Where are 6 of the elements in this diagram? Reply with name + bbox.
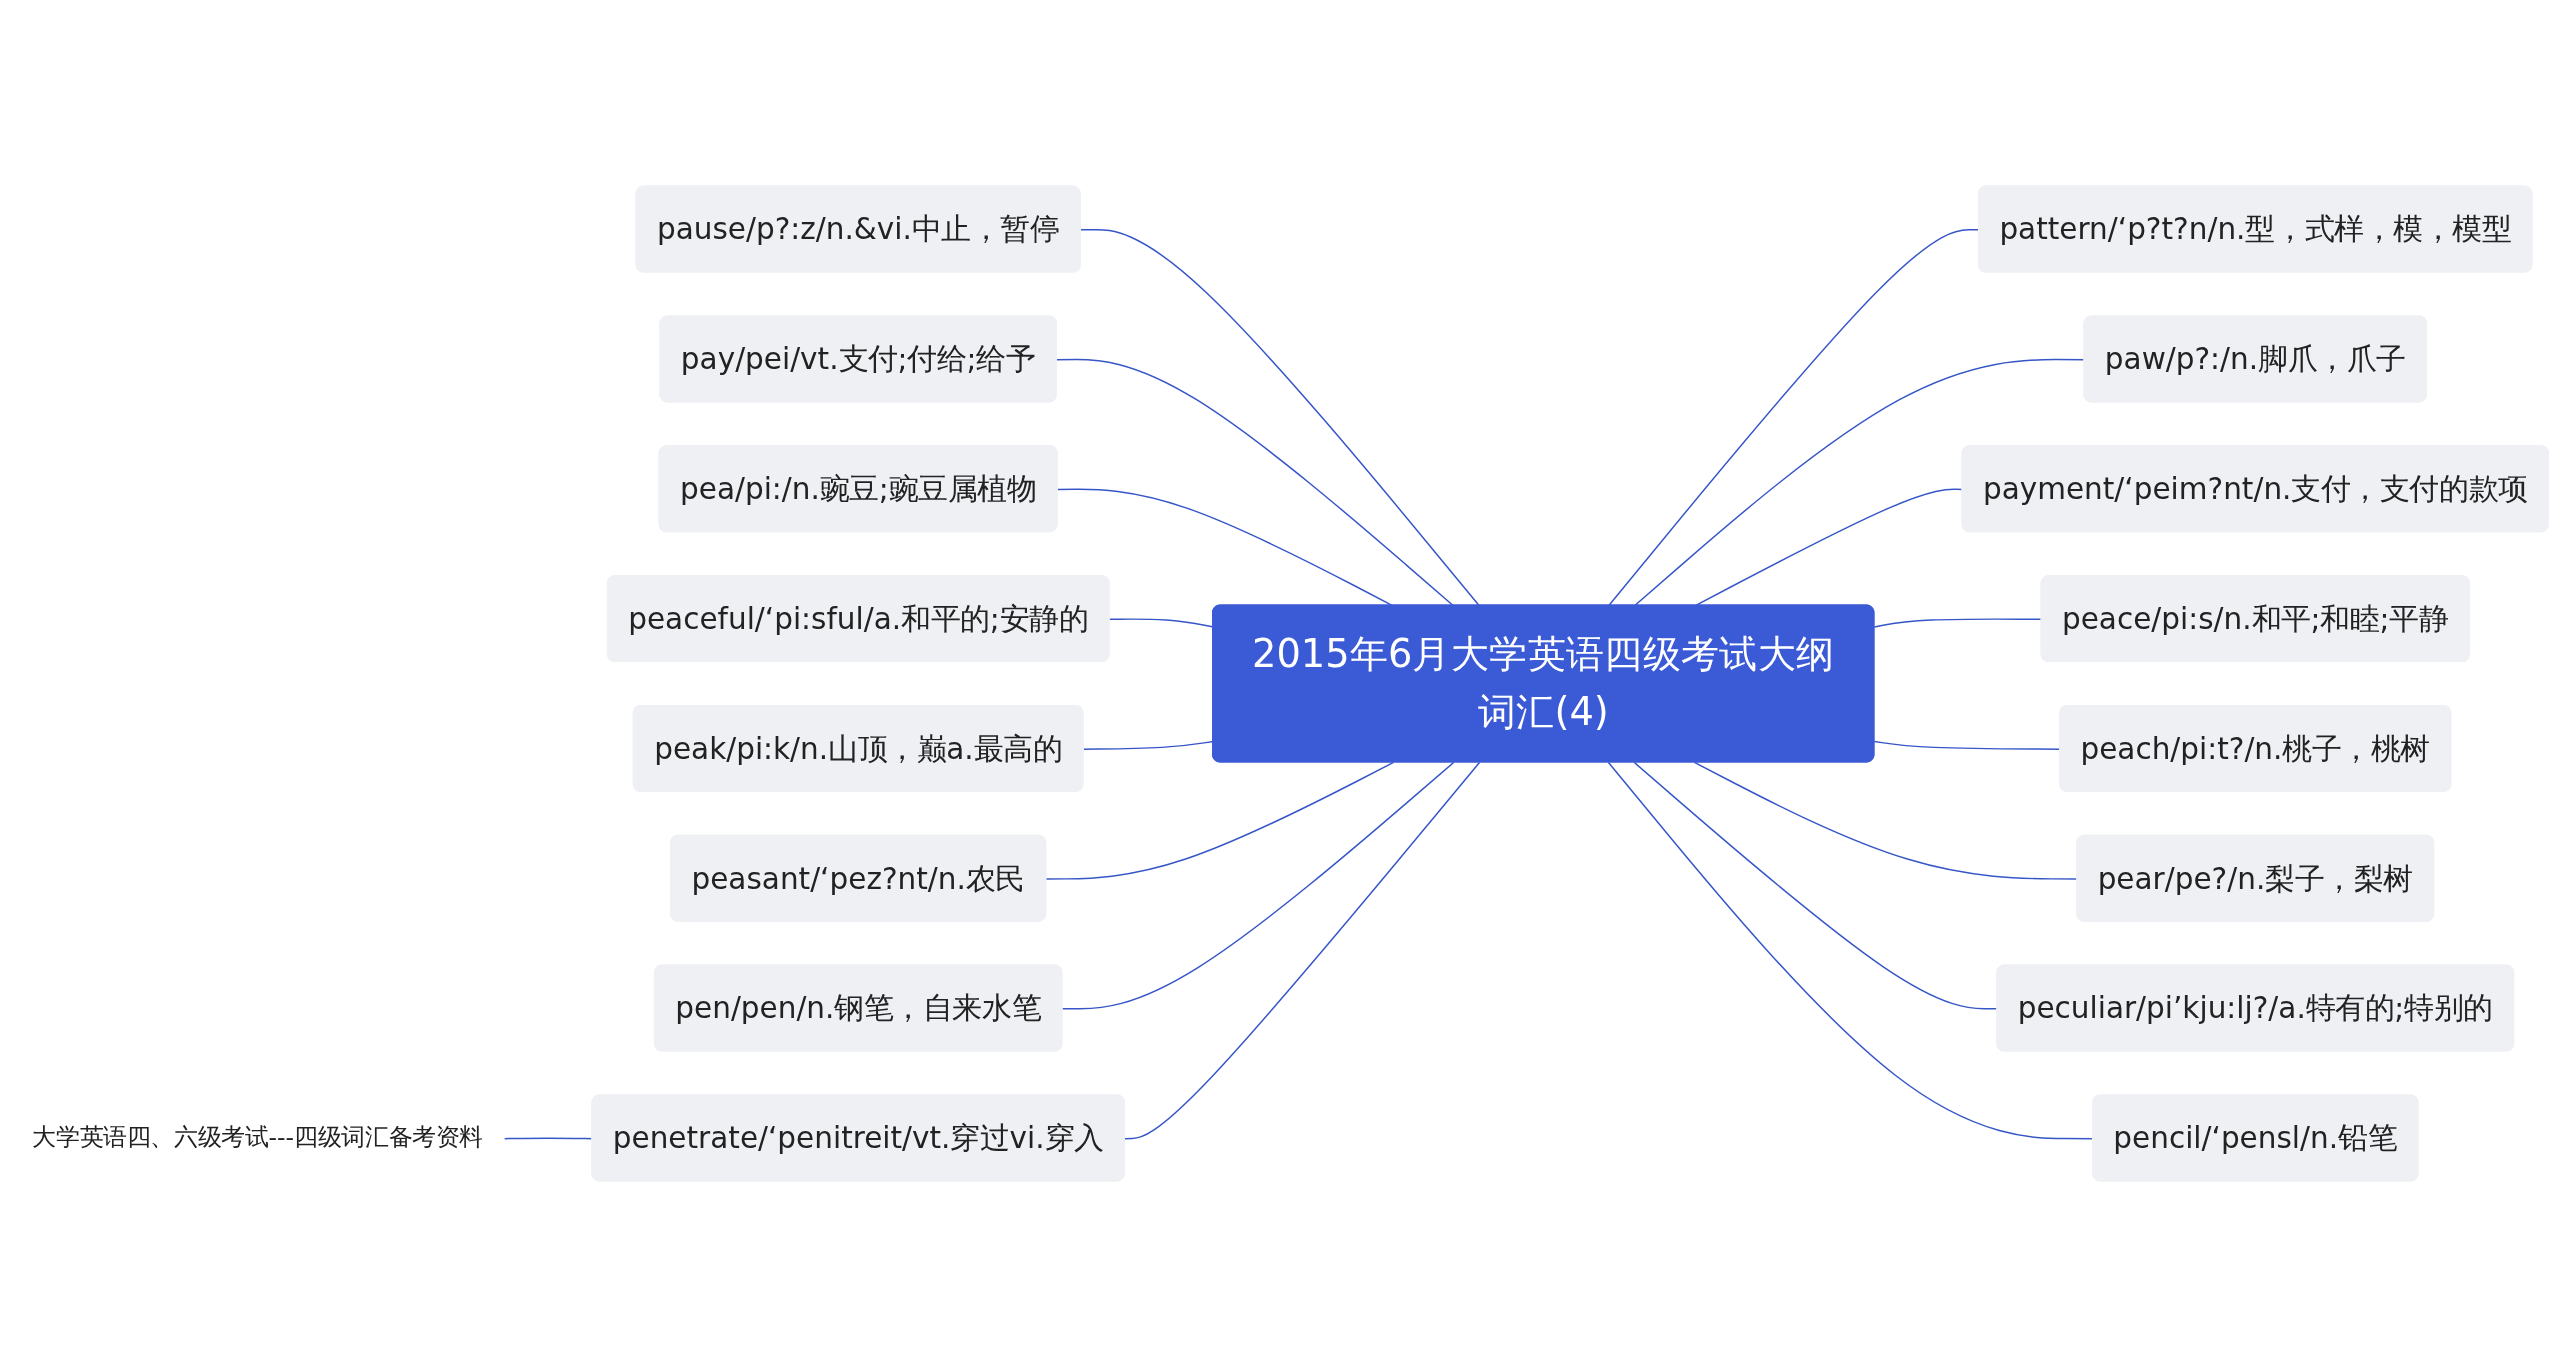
node-text: 大学英语四、六级考试---四级词汇备考资料 <box>32 1123 483 1152</box>
connector <box>1056 358 1455 607</box>
connector <box>1124 761 1481 1140</box>
connector <box>1045 761 1395 880</box>
connector <box>1080 228 1481 607</box>
connector <box>1061 761 1455 1010</box>
